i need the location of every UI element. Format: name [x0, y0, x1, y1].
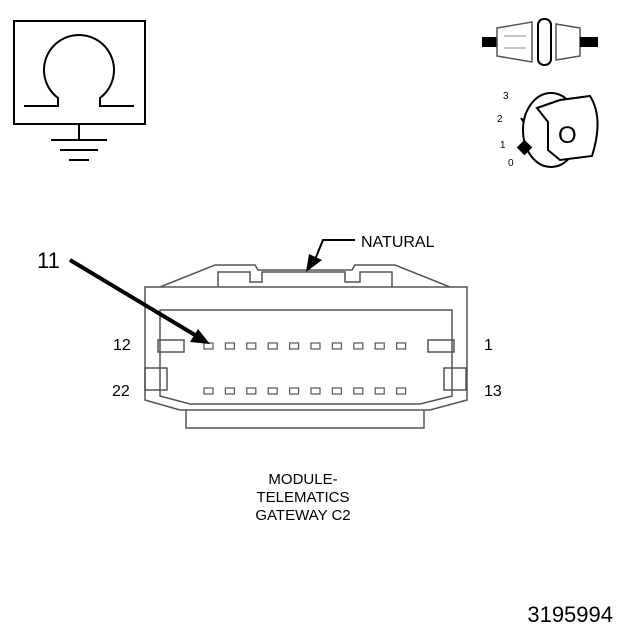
pin-label-12: 12	[113, 337, 131, 354]
pin-cavity-bottom-5	[289, 387, 300, 395]
connector-body	[144, 264, 468, 429]
pin-label-1: 1	[484, 337, 493, 354]
pin-cavities	[203, 342, 407, 395]
pin-cavity-top-1	[203, 342, 214, 350]
pin-cavity-top-2	[224, 342, 235, 350]
ignition-position-0: 0	[508, 158, 514, 169]
pin-cavity-bottom-7	[331, 387, 342, 395]
pin-cavity-top-3	[246, 342, 257, 350]
pin-label-22: 22	[112, 383, 130, 400]
pin-cavity-bottom-8	[353, 387, 364, 395]
pin-cavity-bottom-9	[374, 387, 385, 395]
ignition-position-3: 3	[503, 91, 509, 102]
ohmmeter-icon	[13, 20, 146, 161]
pin-cavity-top-6	[310, 342, 321, 350]
natural-label-arrow	[306, 239, 355, 272]
caption-line-1: MODULE-	[268, 471, 337, 488]
pin-label-13: 13	[484, 383, 502, 400]
pin-cavity-bottom-10	[396, 387, 407, 395]
pin-cavity-bottom-2	[224, 387, 235, 395]
connector-color-label: NATURAL	[361, 234, 435, 251]
pin-cavity-top-7	[331, 342, 342, 350]
pin-cavity-top-9	[374, 342, 385, 350]
pin-cavity-top-8	[353, 342, 364, 350]
disconnected-connector-icon	[482, 18, 598, 66]
pin-cavity-bottom-1	[203, 387, 214, 395]
callout-number: 11	[37, 248, 60, 273]
pin-cavity-top-4	[267, 342, 278, 350]
pin-cavity-bottom-6	[310, 387, 321, 395]
pin-cavity-bottom-3	[246, 387, 257, 395]
key-mark-label: O	[558, 122, 577, 149]
figure-number: 3195994	[527, 602, 613, 627]
pin-cavity-top-10	[396, 342, 407, 350]
ignition-position-1: 1	[500, 140, 506, 151]
callout-11-arrow	[68, 258, 210, 344]
caption-line-2: TELEMATICS	[256, 489, 349, 506]
caption-line-3: GATEWAY C2	[255, 507, 350, 524]
ignition-position-2: 2	[497, 114, 503, 125]
pin-cavity-top-5	[289, 342, 300, 350]
pin-cavity-bottom-4	[267, 387, 278, 395]
ignition-switch-icon: 3 2 1 0 O	[497, 91, 599, 169]
